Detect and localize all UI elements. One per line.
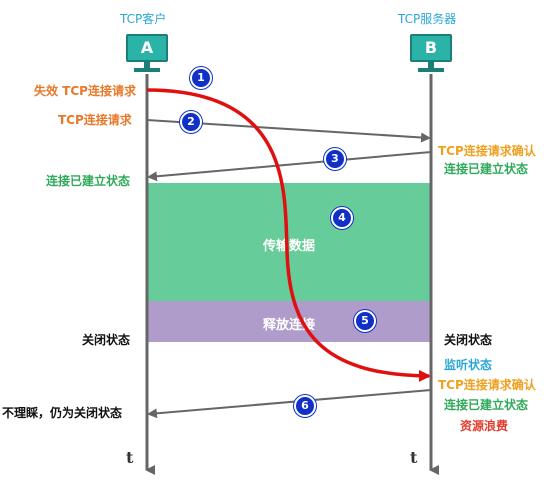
right-established2-label: 连接已建立状态 bbox=[444, 398, 529, 412]
ack2-arrow bbox=[147, 389, 432, 419]
client-time-label: t bbox=[126, 448, 134, 467]
step-4-badge: 4 bbox=[331, 207, 353, 229]
step-1-badge: 1 bbox=[190, 67, 212, 89]
left-request-label: TCP连接请求 bbox=[58, 113, 132, 127]
right-ack1-label: TCP连接请求确认 bbox=[438, 144, 536, 158]
client-monitor-base bbox=[134, 68, 160, 72]
server-monitor-base bbox=[418, 68, 444, 72]
right-closed-label: 关闭状态 bbox=[444, 333, 493, 347]
left-established-label: 连接已建立状态 bbox=[46, 174, 131, 188]
server-title: TCP服务器 bbox=[398, 12, 457, 26]
server-monitor-neck bbox=[428, 62, 434, 68]
right-ack2-label: TCP连接请求确认 bbox=[438, 378, 536, 392]
release-band: 释放连接 bbox=[147, 301, 431, 342]
left-closed-label: 关闭状态 bbox=[82, 333, 131, 347]
step-6-badge: 6 bbox=[294, 395, 316, 417]
server-time-label: t bbox=[410, 448, 418, 467]
ack-arrow bbox=[147, 151, 432, 182]
right-listen-label: 监听状态 bbox=[444, 358, 493, 372]
step-2-badge: 2 bbox=[180, 111, 202, 133]
left-invalid-request-label: 失效 TCP连接请求 bbox=[34, 84, 136, 98]
invalid-request-path bbox=[146, 88, 431, 382]
right-waste-label: 资源浪费 bbox=[460, 419, 509, 433]
client-letter: A bbox=[126, 34, 168, 62]
transfer-band-label: 传输数据 bbox=[262, 239, 315, 254]
left-ignore-label: 不理睬，仍为关闭状态 bbox=[2, 406, 123, 420]
right-established1-label: 连接已建立状态 bbox=[444, 162, 529, 176]
client-monitor-neck bbox=[144, 62, 150, 68]
step-3-badge: 3 bbox=[324, 148, 346, 170]
step-5-badge: 5 bbox=[354, 310, 376, 332]
server-letter: B bbox=[410, 34, 452, 62]
client-title: TCP客户 bbox=[120, 12, 167, 26]
